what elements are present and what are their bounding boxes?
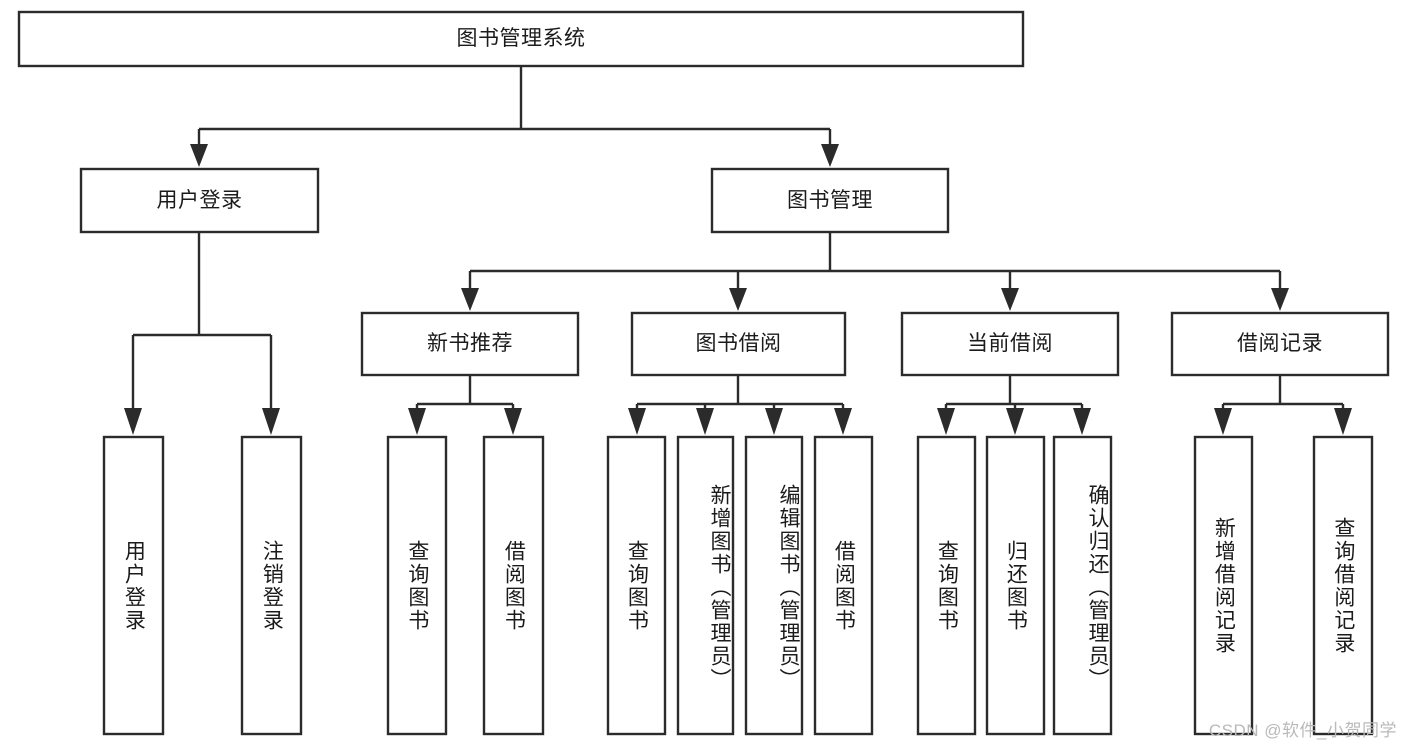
arrow-head-icon (1001, 288, 1019, 311)
arrow-head-icon (821, 144, 839, 167)
node-box-leaf-borrow-book-rec[interactable] (482, 435, 545, 736)
arrow-head-icon (937, 408, 955, 435)
node-box-leaf-add-book[interactable] (676, 435, 735, 736)
arrow-head-icon (834, 408, 852, 435)
arrow-head-icon (504, 408, 522, 435)
node-box-leaf-logout[interactable] (240, 435, 303, 736)
arrow-head-icon (461, 288, 479, 311)
connector-borrow-record-to-leaves (1214, 375, 1352, 435)
node-box-leaf-user-login[interactable] (102, 435, 165, 736)
connector-book-manage-to-level3 (461, 232, 1289, 311)
arrow-head-icon (1271, 288, 1289, 311)
node-box-leaf-borrow-book[interactable] (813, 435, 874, 736)
arrow-head-icon (262, 408, 280, 435)
node-box-user-login[interactable] (79, 167, 320, 234)
arrow-head-icon (729, 288, 747, 311)
node-box-leaf-edit-book[interactable] (744, 435, 804, 736)
connector-current-borrow-to-leaves (937, 375, 1091, 435)
node-box-leaf-add-record[interactable] (1193, 435, 1254, 736)
node-box-root[interactable] (17, 10, 1025, 68)
node-box-book-borrow[interactable] (630, 311, 847, 377)
node-box-new-book-recommend[interactable] (360, 311, 580, 377)
node-box-borrow-record[interactable] (1170, 311, 1390, 377)
arrow-head-icon (628, 408, 646, 435)
arrow-head-icon (696, 408, 714, 435)
node-box-book-manage[interactable] (710, 167, 950, 234)
node-box-leaf-query-book-rec[interactable] (386, 435, 448, 736)
node-box-current-borrow[interactable] (900, 311, 1120, 377)
arrow-head-icon (1334, 408, 1352, 435)
watermark-text: CSDN @软件_小贺同学 (1208, 721, 1397, 740)
connector-root-to-level2 (190, 66, 839, 167)
arrow-head-icon (124, 408, 142, 435)
arrow-head-icon (1006, 408, 1024, 435)
arrow-head-icon (408, 408, 426, 435)
node-box-leaf-query-book-cur[interactable] (916, 435, 977, 736)
node-box-leaf-confirm-return[interactable] (1052, 435, 1113, 736)
arrow-head-icon (765, 408, 783, 435)
arrow-head-icon (1073, 408, 1091, 435)
arrow-head-icon (190, 144, 208, 167)
connector-new-book-recommend-to-leaves (408, 375, 522, 435)
node-box-leaf-query-record[interactable] (1312, 435, 1374, 736)
node-box-leaf-query-book-borrow[interactable] (606, 435, 667, 736)
arrow-head-icon (1214, 408, 1232, 435)
connector-book-borrow-to-leaves (628, 375, 852, 435)
connector-user-login-to-leaves (124, 232, 280, 435)
node-box-leaf-return-book[interactable] (985, 435, 1046, 736)
